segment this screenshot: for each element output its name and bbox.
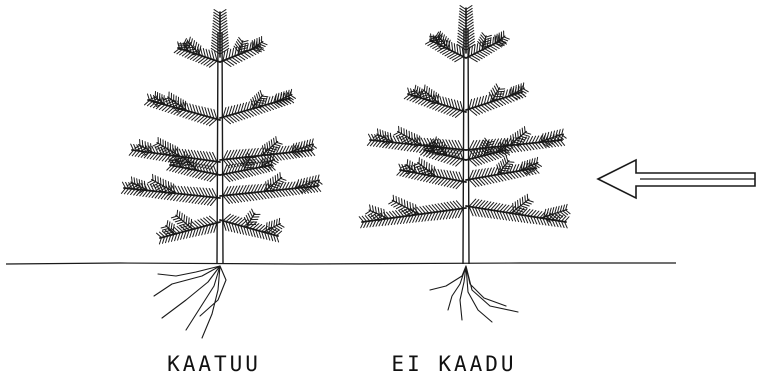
label-falls: KAATUU — [167, 352, 261, 376]
tree-right — [359, 6, 570, 322]
tree-left — [121, 10, 322, 338]
ground-line — [6, 263, 676, 264]
label-does-not-fall: EI KAADU — [391, 352, 516, 376]
wind-arrow-icon — [598, 160, 755, 198]
